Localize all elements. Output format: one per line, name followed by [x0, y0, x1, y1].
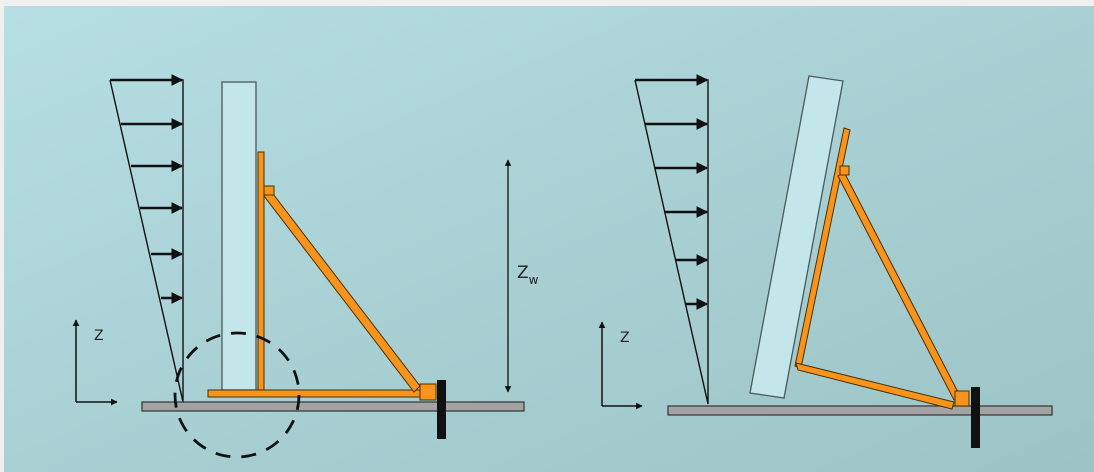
- left-ground-slab: [141, 401, 525, 412]
- left-frame-foot-plate: [419, 383, 437, 401]
- height-symbol: Z: [517, 263, 529, 283]
- left-support-frame: [207, 151, 437, 401]
- left-detail-circle: [173, 331, 301, 459]
- right-ground-slab: [667, 405, 1053, 416]
- right-support-frame: [794, 127, 970, 410]
- left-load-arrows: [110, 74, 184, 304]
- left-ground-anchor: [437, 380, 446, 439]
- left-formwork-panel: [221, 81, 257, 391]
- left-axis-label: Z: [94, 328, 104, 344]
- right-formwork-panel: [749, 75, 844, 399]
- left-view: Zw Z: [72, 74, 539, 459]
- right-frame-foot-plate: [954, 390, 970, 407]
- right-frame-base: [795, 362, 955, 410]
- left-frame-base: [207, 389, 422, 398]
- left-frame-upright: [257, 151, 265, 393]
- right-ground-anchor: [971, 387, 980, 448]
- height-dimension-label: Zw: [517, 263, 539, 287]
- right-view: Z: [598, 74, 1053, 448]
- right-axis-indicator: [598, 321, 643, 410]
- right-load-arrows: [635, 74, 709, 310]
- left-frame-bracket: [263, 185, 275, 196]
- height-subscript: w: [529, 273, 539, 287]
- right-axis-label: Z: [620, 330, 630, 346]
- right-frame-bracket: [839, 165, 850, 176]
- left-axis-indicator: [72, 319, 118, 406]
